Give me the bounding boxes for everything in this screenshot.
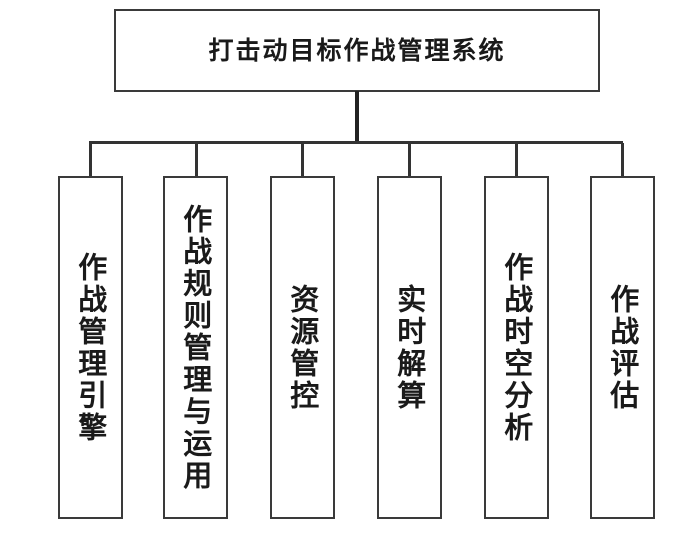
child-node-box-6[interactable]: 作战评估 [590, 176, 655, 519]
child-node-box-1[interactable]: 作战管理引擎 [58, 176, 123, 519]
child-node-label-5: 作战时空分析 [499, 251, 534, 444]
drop-connector-5 [515, 143, 518, 177]
drop-connector-4 [408, 143, 411, 177]
child-node-box-5[interactable]: 作战时空分析 [484, 176, 549, 519]
child-node-box-2[interactable]: 作战规则管理与运用 [163, 176, 228, 519]
root-trunk-connector [355, 91, 359, 144]
drop-connector-1 [89, 143, 92, 177]
root-node-label: 打击动目标作战管理系统 [208, 35, 506, 65]
child-node-box-4[interactable]: 实时解算 [377, 176, 442, 519]
drop-connector-2 [195, 143, 198, 177]
drop-connector-3 [301, 143, 304, 177]
horizontal-bus-connector [89, 141, 623, 144]
child-node-label-6: 作战评估 [605, 283, 640, 412]
child-node-label-4: 实时解算 [392, 283, 427, 412]
child-node-label-3: 资源管控 [285, 283, 320, 412]
child-node-label-2: 作战规则管理与运用 [178, 203, 213, 492]
child-node-label-1: 作战管理引擎 [73, 251, 108, 444]
root-node-box[interactable]: 打击动目标作战管理系统 [114, 9, 600, 92]
child-node-box-3[interactable]: 资源管控 [270, 176, 335, 519]
drop-connector-6 [621, 143, 624, 177]
